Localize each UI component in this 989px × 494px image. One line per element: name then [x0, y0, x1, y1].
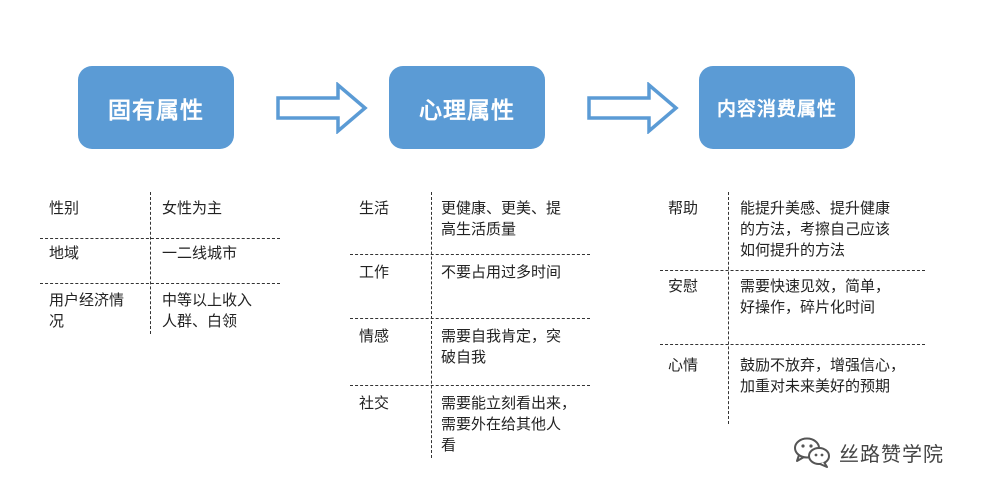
table-row-value: 鼓励不放弃，增强信心， 加重对未来美好的预期	[740, 356, 906, 395]
table-row-value: 需要自我肯定，突 破自我	[441, 327, 562, 366]
table-divider-horizontal	[350, 254, 590, 255]
header-box-intrinsic-label: 固有属性	[108, 97, 204, 124]
watermark: 丝路赞学院	[793, 433, 944, 471]
right-arrow-icon	[587, 82, 679, 134]
header-box-psychological: 心理属性	[389, 66, 545, 149]
table-row-key: 地域	[49, 244, 80, 262]
table-row-value: 女性为主	[162, 199, 223, 217]
table-divider-horizontal	[660, 344, 925, 345]
right-arrow-icon	[276, 82, 368, 134]
table-row-value: 需要能立刻看出来， 需要外在给其他人 看	[441, 394, 577, 454]
watermark-text: 丝路赞学院	[839, 441, 944, 466]
table-row-key: 情感	[359, 327, 390, 345]
wechat-icon	[794, 437, 830, 468]
table-row-value: 不要占用过多时间	[441, 263, 562, 281]
header-box-content-consumption-label: 内容消费属性	[716, 98, 837, 120]
table-row-key: 工作	[359, 263, 390, 281]
table-row-key: 生活	[359, 199, 390, 217]
header-box-psychological-label: 心理属性	[419, 97, 515, 124]
table-row-key: 性别	[49, 199, 80, 217]
table-row-key: 社交	[359, 394, 390, 412]
table-row-key: 心情	[668, 356, 699, 374]
table-divider-horizontal	[350, 318, 590, 319]
table-divider-horizontal	[660, 270, 925, 271]
table-row-value: 能提升美感、提升健康 的方法，考擦自己应该 如何提升的方法	[740, 199, 891, 259]
table-divider-vertical	[728, 192, 729, 424]
table-row-key: 用户经济情 况	[49, 291, 125, 330]
table-divider-vertical	[150, 192, 151, 334]
header-box-content-consumption: 内容消费属性	[699, 66, 855, 149]
table-row-value: 更健康、更美、提 高生活质量	[441, 199, 562, 238]
table-row-value: 中等以上收入 人群、白领	[162, 291, 253, 330]
table-row-value: 一二线城市	[162, 244, 238, 262]
table-row-key: 安慰	[668, 277, 699, 295]
table-divider-horizontal	[40, 283, 280, 284]
table-row-value: 需要快速见效，简单， 好操作，碎片化时间	[740, 277, 891, 316]
table-divider-vertical	[431, 192, 432, 458]
table-divider-horizontal	[40, 238, 280, 239]
table-row-key: 帮助	[668, 199, 699, 217]
header-box-intrinsic: 固有属性	[78, 66, 234, 149]
table-divider-horizontal	[350, 385, 590, 386]
